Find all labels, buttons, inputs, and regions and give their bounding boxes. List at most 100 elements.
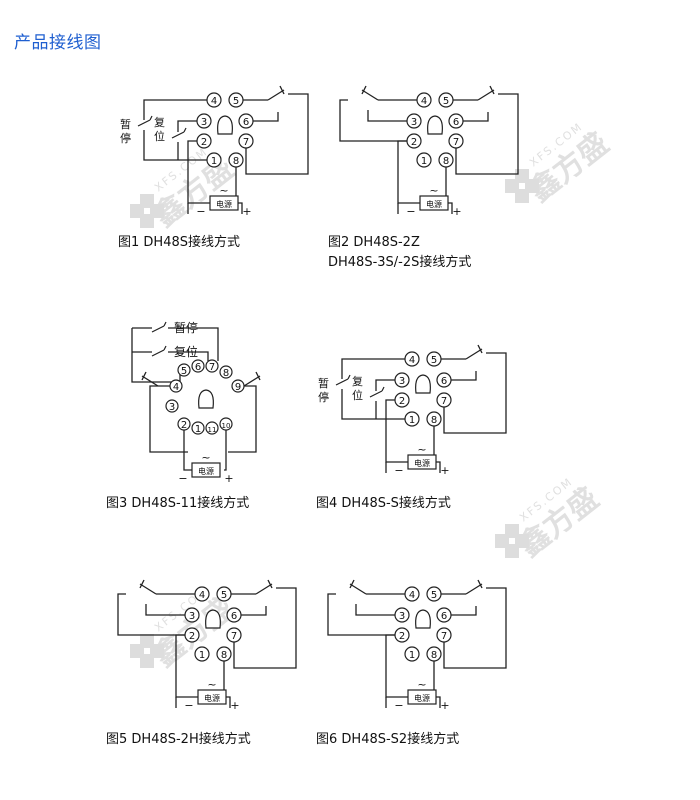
pin-label: 1 bbox=[421, 156, 427, 167]
pin-2 bbox=[406, 133, 422, 149]
pin-label: 6 bbox=[453, 117, 459, 128]
pin-label: 4 bbox=[421, 96, 427, 107]
pin-label: 8 bbox=[431, 415, 437, 426]
pin-4 bbox=[194, 586, 210, 602]
pin-6 bbox=[226, 607, 242, 623]
pin-4 bbox=[404, 586, 420, 602]
minus-sign: − bbox=[184, 699, 193, 712]
pin-8 bbox=[438, 152, 454, 168]
figure-4-caption-line: 图4 DH48S-S接线方式 bbox=[316, 496, 451, 511]
reset-label-2: 位 bbox=[154, 129, 165, 143]
power-box bbox=[407, 689, 437, 705]
ac-symbol: ~ bbox=[417, 443, 426, 456]
watermark-squares bbox=[130, 194, 164, 228]
pin-label: 5 bbox=[431, 590, 437, 601]
watermark-squares bbox=[505, 169, 539, 203]
contact-arc bbox=[477, 344, 483, 354]
ac-symbol: ~ bbox=[201, 451, 210, 464]
wire bbox=[224, 430, 227, 471]
pin-label: 7 bbox=[441, 396, 447, 407]
switch-tick bbox=[381, 386, 385, 392]
pin-label: 4 bbox=[173, 382, 179, 393]
figure-6-caption: 图6 DH48S-S2接线方式 bbox=[316, 730, 459, 750]
pause-label: 暂 bbox=[120, 118, 131, 131]
pin-label: 3 bbox=[399, 376, 405, 387]
timer-knob-icon bbox=[415, 374, 431, 394]
timer-knob-icon bbox=[198, 389, 214, 409]
ac-symbol: ~ bbox=[219, 184, 228, 197]
minus-sign: − bbox=[394, 699, 403, 712]
plus-sign: + bbox=[224, 472, 233, 485]
pin-label: 6 bbox=[195, 362, 201, 373]
pause-label: 暂停 bbox=[174, 320, 198, 335]
pin-label: 4 bbox=[211, 96, 217, 107]
contact-arc bbox=[349, 579, 355, 589]
wire bbox=[245, 93, 309, 175]
reset-label-2: 位 bbox=[352, 388, 363, 402]
pin-label: 1 bbox=[409, 650, 415, 661]
figure-5-caption-line: 图5 DH48S-2H接线方式 bbox=[106, 732, 251, 747]
pin-6 bbox=[448, 113, 464, 129]
figure-2-caption: 图2 DH48S-2Z DH48S-3S/-2S接线方式 bbox=[328, 233, 471, 273]
pin-label: 7 bbox=[453, 137, 459, 148]
pin-label: 7 bbox=[209, 362, 215, 373]
pin-7 bbox=[226, 627, 242, 643]
pin-label: 7 bbox=[231, 631, 237, 642]
pin-label: 6 bbox=[441, 376, 447, 387]
wire bbox=[397, 140, 420, 204]
pin-2 bbox=[184, 627, 200, 643]
wire bbox=[145, 604, 185, 616]
wire bbox=[149, 385, 188, 453]
pin-8 bbox=[426, 646, 442, 662]
pin-label: 6 bbox=[243, 117, 249, 128]
pin-4 bbox=[169, 379, 183, 393]
pause-label-2: 停 bbox=[318, 390, 329, 404]
power-box bbox=[209, 195, 239, 211]
watermark-square bbox=[140, 634, 154, 648]
pin-1 bbox=[404, 646, 420, 662]
wire bbox=[436, 461, 441, 473]
power-box bbox=[197, 689, 227, 705]
wire bbox=[355, 604, 395, 616]
minus-sign: − bbox=[178, 472, 187, 485]
power-label: 电源 bbox=[414, 693, 430, 703]
pin-2 bbox=[394, 627, 410, 643]
pin-8 bbox=[216, 646, 232, 662]
figure-4-caption: 图4 DH48S-S接线方式 bbox=[316, 494, 451, 514]
wire bbox=[375, 379, 395, 391]
wire bbox=[448, 202, 453, 214]
pin-4 bbox=[416, 92, 432, 108]
figure-1-caption: 图1 DH48S接线方式 bbox=[118, 233, 240, 253]
power-box bbox=[191, 462, 221, 478]
pin-label: 2 bbox=[411, 137, 417, 148]
pin-label: 3 bbox=[169, 402, 175, 413]
pin-label: 1 bbox=[195, 424, 201, 435]
reset-switch-icon bbox=[151, 349, 165, 357]
wire bbox=[463, 112, 489, 122]
plus-sign: + bbox=[440, 464, 449, 477]
pin-label: 11 bbox=[208, 426, 217, 434]
pin-2 bbox=[196, 133, 212, 149]
power-label: 电源 bbox=[216, 199, 232, 209]
contact-icon bbox=[477, 89, 495, 101]
contact-arc bbox=[267, 579, 273, 589]
pin-2 bbox=[177, 417, 191, 431]
pin-5 bbox=[216, 586, 232, 602]
contact-icon bbox=[465, 583, 483, 595]
pin-label: 4 bbox=[409, 355, 415, 366]
watermark-square bbox=[505, 524, 519, 538]
power-label: 电源 bbox=[204, 693, 220, 703]
minus-sign: − bbox=[406, 205, 415, 218]
contact-icon bbox=[243, 375, 261, 387]
wire bbox=[168, 327, 219, 361]
wire bbox=[226, 696, 231, 708]
timer-knob-icon bbox=[205, 609, 221, 629]
pause-switch-icon bbox=[335, 378, 349, 386]
contact-arc bbox=[279, 85, 285, 95]
switch-tick bbox=[183, 127, 187, 133]
wire bbox=[241, 606, 267, 616]
